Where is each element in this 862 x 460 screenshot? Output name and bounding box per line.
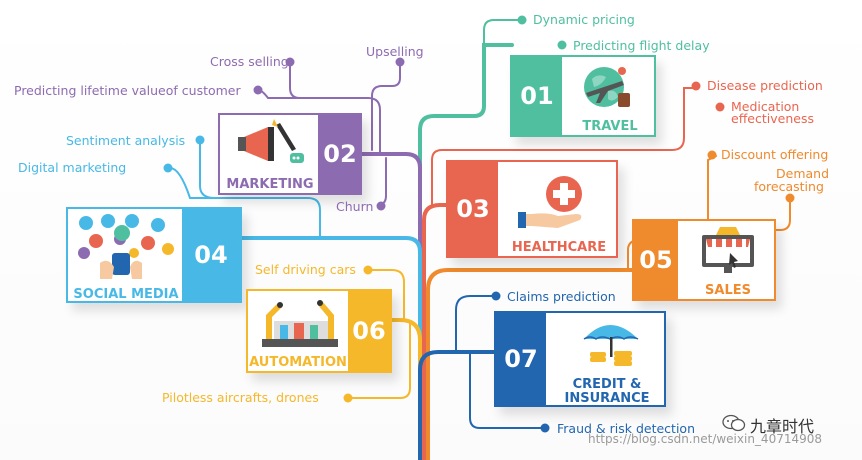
dot-dynamic-pricing bbox=[517, 15, 527, 25]
label-predicting-flight-delay: Predicting flight delay bbox=[573, 38, 710, 53]
wechat-logo-icon bbox=[722, 414, 746, 432]
dot-discount bbox=[707, 150, 717, 160]
credit-insurance-title-line1: CREDIT & bbox=[572, 377, 642, 392]
megaphone-icon bbox=[238, 119, 304, 163]
dot-sentiment bbox=[195, 135, 205, 145]
automation-card: 06 AUTOMATION bbox=[246, 289, 392, 373]
social-media-number: 04 bbox=[194, 241, 228, 269]
medical-cross-hand-icon bbox=[518, 176, 582, 228]
dot-disease bbox=[691, 81, 701, 91]
dot-fraud bbox=[540, 423, 550, 433]
social-media-number-tab: 04 bbox=[182, 209, 240, 301]
label-lifetime-value: Predicting lifetime valueof customer bbox=[14, 83, 241, 98]
healthcare-number-tab: 03 bbox=[448, 162, 498, 256]
social-media-title: SOCIAL MEDIA bbox=[73, 287, 179, 302]
travel-card: 01 TRAVEL bbox=[510, 55, 656, 137]
label-self-driving-cars: Self driving cars bbox=[255, 262, 356, 277]
marketing-number: 02 bbox=[323, 140, 357, 168]
label-pilotless-aircrafts: Pilotless aircrafts, drones bbox=[162, 390, 319, 405]
globe-plane-icon bbox=[584, 67, 630, 107]
dot-demand bbox=[785, 193, 795, 203]
healthcare-card: 03 HEALTHCARE bbox=[446, 160, 618, 258]
automation-number-tab: 06 bbox=[348, 291, 390, 371]
marketing-card: 02 MARKETING bbox=[218, 113, 362, 195]
marketing-number-tab: 02 bbox=[318, 115, 362, 193]
label-fraud-risk-detection: Fraud & risk detection bbox=[557, 421, 696, 436]
credit-insurance-card: 07 CREDIT & INSURANCE bbox=[494, 311, 666, 407]
shop-screen-icon bbox=[702, 227, 754, 273]
label-dynamic-pricing: Dynamic pricing bbox=[533, 12, 635, 27]
marketing-title: MARKETING bbox=[226, 177, 314, 192]
sales-number: 05 bbox=[639, 246, 673, 274]
dot-pilotless bbox=[343, 393, 353, 403]
watermark-brand: 九章时代 bbox=[750, 417, 815, 436]
healthcare-title: HEALTHCARE bbox=[511, 240, 607, 255]
label-churn: Churn bbox=[336, 199, 374, 214]
label-digital-marketing: Digital marketing bbox=[18, 160, 127, 175]
automation-title: AUTOMATION bbox=[249, 355, 347, 370]
dot-claims bbox=[491, 291, 501, 301]
travel-number-tab: 01 bbox=[512, 57, 562, 135]
dot-self-driving bbox=[363, 265, 373, 275]
dot-upselling bbox=[395, 57, 405, 67]
dot-medication bbox=[715, 102, 725, 112]
label-medication: Medication bbox=[731, 99, 800, 114]
label-cross-selling: Cross selling bbox=[210, 54, 289, 69]
label-effectiveness: effectiveness bbox=[731, 111, 814, 126]
label-demand: Demand bbox=[776, 166, 830, 181]
label-upselling: Upselling bbox=[366, 44, 424, 59]
travel-number: 01 bbox=[520, 82, 554, 110]
dot-digital bbox=[163, 163, 173, 173]
people-network-icon bbox=[78, 214, 174, 279]
dot-cross-selling bbox=[285, 57, 295, 67]
sales-card: 05 SALES bbox=[632, 219, 776, 301]
label-sentiment-analysis: Sentiment analysis bbox=[66, 133, 186, 148]
watermark-url: https://blog.csdn.net/weixin_40714908 bbox=[588, 432, 823, 446]
dot-churn bbox=[376, 201, 386, 211]
umbrella-coins-icon bbox=[583, 325, 639, 366]
sales-number-tab: 05 bbox=[634, 221, 678, 299]
dot-flight-delay bbox=[557, 40, 567, 50]
sales-title: SALES bbox=[705, 283, 751, 298]
dot-lifetime-value bbox=[253, 85, 263, 95]
travel-title: TRAVEL bbox=[582, 119, 638, 134]
credit-insurance-title-line2: INSURANCE bbox=[564, 391, 650, 406]
label-claims-prediction: Claims prediction bbox=[507, 289, 616, 304]
healthcare-number: 03 bbox=[456, 195, 490, 223]
label-forecasting: forecasting bbox=[754, 179, 824, 194]
credit-insurance-number: 07 bbox=[504, 345, 538, 373]
label-disease-prediction: Disease prediction bbox=[707, 78, 823, 93]
label-discount-offering: Discount offering bbox=[721, 147, 829, 162]
social-media-card: 04 SOCIAL MEDIA bbox=[66, 207, 242, 303]
robot-arm-icon bbox=[262, 300, 338, 347]
credit-insurance-number-tab: 07 bbox=[496, 313, 546, 405]
automation-number: 06 bbox=[352, 317, 386, 345]
